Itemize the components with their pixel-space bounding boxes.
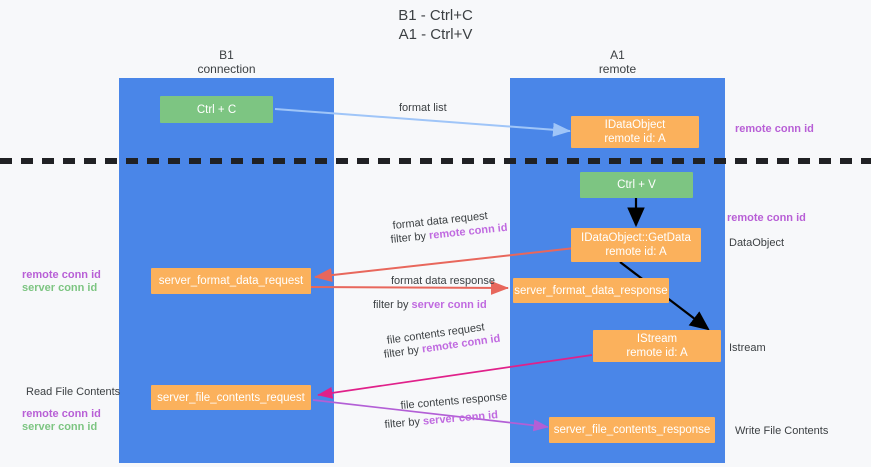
- node-server-format-data-request-label: server_format_data_request: [158, 275, 304, 287]
- annotation-left-server-conn-id-bottom: server conn id: [22, 421, 98, 433]
- annotation-left-remote-conn-id-bottom: remote conn id: [22, 408, 101, 420]
- filter-value-server-conn-id: server conn id: [411, 299, 487, 311]
- node-idataobject-title: IDataObject: [604, 119, 666, 131]
- annotation-right-istream: Istream: [729, 342, 766, 354]
- node-server-format-data-request[interactable]: server_format_data_request: [151, 268, 311, 294]
- annotation-right-dataobject: DataObject: [729, 237, 785, 249]
- node-getdata[interactable]: IDataObject::GetData remote id: A: [571, 228, 701, 262]
- filter-prefix: filter by: [373, 299, 412, 311]
- page-title: B1 - Ctrl+C A1 - Ctrl+V: [398, 7, 473, 43]
- node-server-file-contents-response[interactable]: server_file_contents_response: [549, 417, 715, 443]
- edge-label-format-list: format list: [399, 102, 447, 114]
- node-server-format-data-response-label: server_format_data_response: [514, 284, 668, 297]
- annotation-left-server-conn-id-mid: server conn id: [22, 282, 98, 294]
- annotation-left-read-file-contents: Read File Contents: [26, 386, 121, 398]
- filter-value-server-conn-id: server conn id: [422, 409, 499, 428]
- node-idataobject[interactable]: IDataObject remote id: A: [571, 116, 699, 148]
- node-server-file-contents-request-label: server_file_contents_request: [157, 391, 305, 404]
- node-server-format-data-response[interactable]: server_format_data_response: [513, 278, 669, 303]
- node-ctrl-v-label: Ctrl + V: [617, 179, 656, 191]
- annotation-right-remote-conn-id-mid: remote conn id: [727, 212, 806, 224]
- node-server-file-contents-response-label: server_file_contents_response: [553, 424, 711, 436]
- annotation-left-remote-conn-id-mid: remote conn id: [22, 269, 101, 281]
- node-ctrl-c-label: Ctrl + C: [196, 103, 237, 116]
- edge-label-format-data-response: format data response: [391, 275, 495, 287]
- node-getdata-title: IDataObject::GetData: [581, 232, 691, 244]
- node-istream-sub: remote id: A: [626, 347, 688, 359]
- filter-prefix: filter by: [390, 229, 430, 246]
- node-istream-title: IStream: [636, 333, 678, 345]
- node-istream[interactable]: IStream remote id: A: [593, 330, 721, 362]
- node-idataobject-sub: remote id: A: [604, 133, 666, 145]
- node-ctrl-c[interactable]: Ctrl + C: [160, 96, 273, 123]
- filter-prefix: filter by: [383, 343, 423, 361]
- column-header-left: B1 connection: [197, 48, 256, 76]
- node-server-file-contents-request[interactable]: server_file_contents_request: [151, 385, 311, 410]
- node-ctrl-v[interactable]: Ctrl + V: [580, 172, 693, 198]
- annotation-right-remote-conn-id-top: remote conn id: [735, 123, 814, 135]
- edge-label-format-data-response-filter: filter by server conn id: [373, 298, 487, 312]
- filter-prefix: filter by: [384, 415, 424, 431]
- annotation-right-write-file-contents: Write File Contents: [735, 425, 829, 437]
- node-getdata-sub: remote id: A: [605, 246, 667, 258]
- column-header-right: A1 remote: [598, 48, 637, 76]
